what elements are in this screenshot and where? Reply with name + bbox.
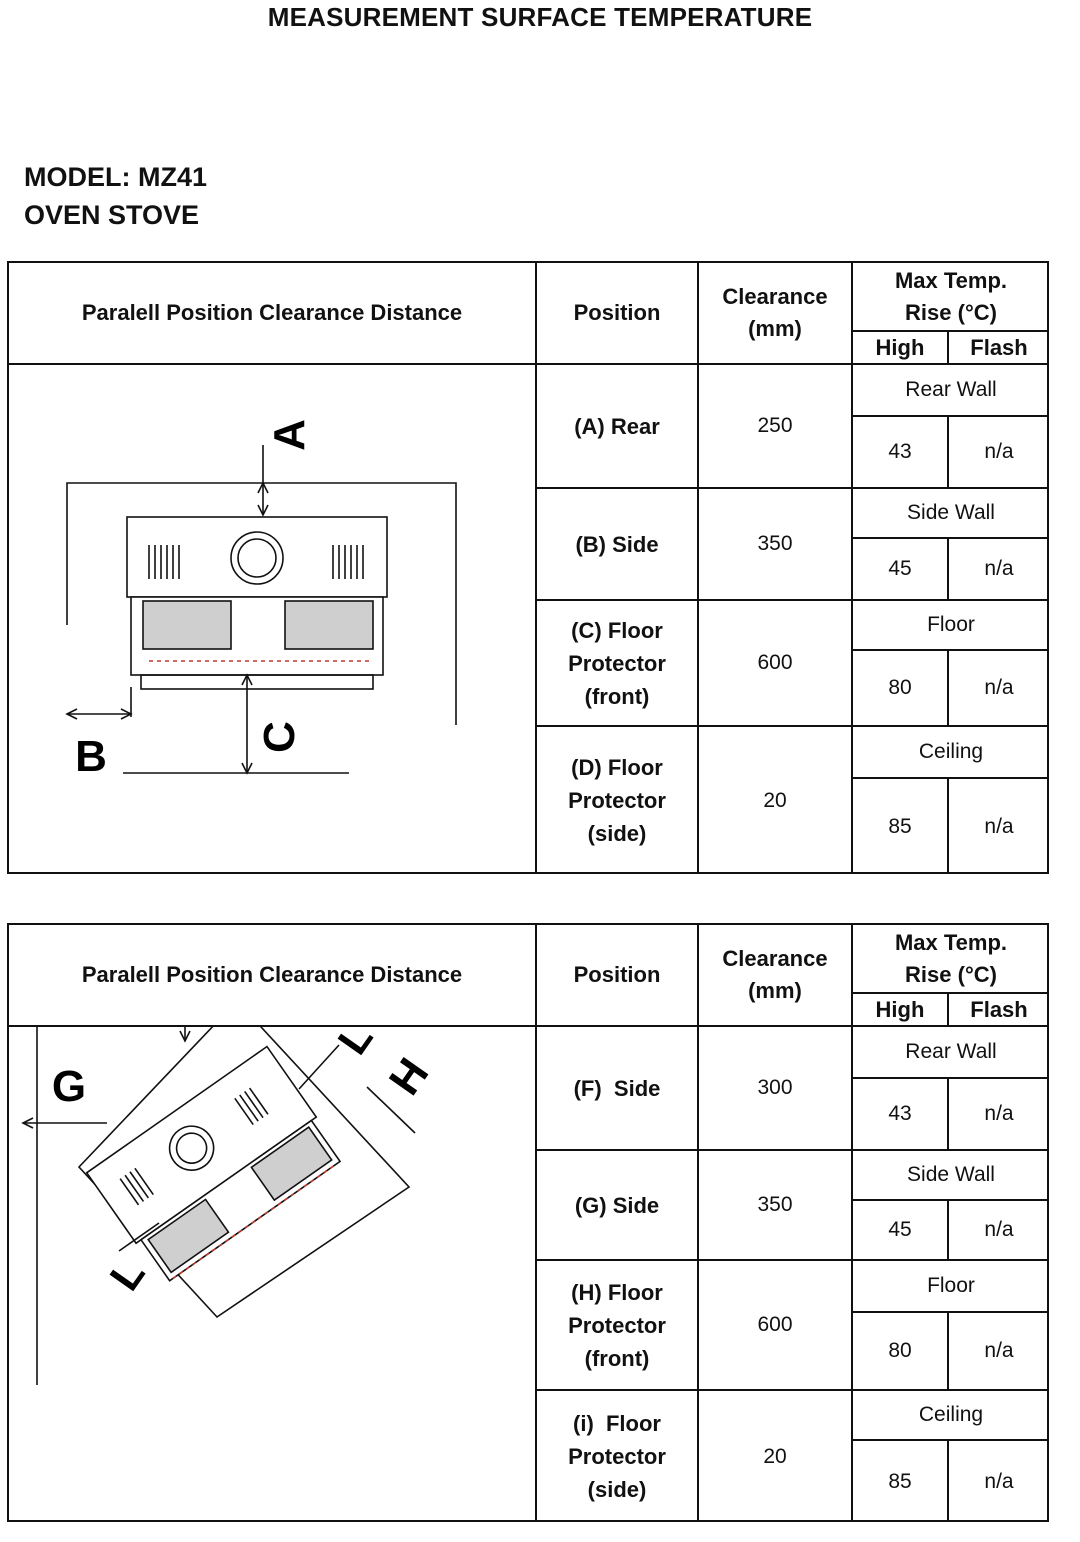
clearance-cell: 350 bbox=[757, 1193, 793, 1216]
surface-cell: Side Wall bbox=[907, 1163, 995, 1186]
corner-clearance-diagram: F G H L L bbox=[21, 1027, 438, 1385]
high-header: High bbox=[875, 334, 925, 360]
page-title: MEASUREMENT SURFACE TEMPERATURE bbox=[267, 2, 813, 32]
surface-cell: Rear Wall bbox=[905, 1040, 997, 1063]
diagram-header: Paralell Position Clearance Distance bbox=[81, 300, 463, 325]
surface-cell: Floor bbox=[927, 1274, 975, 1297]
clearance-cell: 20 bbox=[763, 1444, 787, 1468]
high-cell: 45 bbox=[888, 557, 912, 580]
max-temp-header: Max Temp. Rise (°C) bbox=[894, 267, 1008, 325]
product-line: OVEN STOVE bbox=[24, 200, 200, 230]
position-cell: (B) Side bbox=[575, 531, 659, 557]
position-cell: (G) Side bbox=[574, 1192, 660, 1218]
clearance-cell: 600 bbox=[757, 1313, 793, 1336]
label-g: G bbox=[52, 1062, 86, 1111]
diagram-header: Paralell Position Clearance Distance bbox=[81, 962, 463, 987]
position-header: Position bbox=[573, 962, 661, 987]
high-cell: 43 bbox=[888, 1102, 912, 1125]
model-line: MODEL: MZ41 bbox=[24, 162, 208, 192]
label-h: H bbox=[380, 1050, 438, 1104]
position-cell: (A) Rear bbox=[574, 413, 660, 439]
label-c: C bbox=[255, 721, 304, 753]
high-cell: 80 bbox=[888, 676, 912, 699]
flash-cell: n/a bbox=[984, 1469, 1014, 1493]
flash-header: Flash bbox=[970, 334, 1028, 360]
clearance-cell: 350 bbox=[757, 532, 793, 555]
high-cell: 45 bbox=[888, 1218, 912, 1241]
clearance-cell: 20 bbox=[763, 788, 787, 812]
high-header: High bbox=[875, 996, 925, 1022]
clearance-table-1: Paralell Position Clearance Distance Pos… bbox=[7, 261, 1049, 874]
high-cell: 80 bbox=[888, 1339, 912, 1362]
clearance-cell: 600 bbox=[757, 651, 793, 674]
surface-cell: Ceiling bbox=[918, 1403, 984, 1426]
flash-cell: n/a bbox=[984, 1218, 1014, 1241]
flash-cell: n/a bbox=[984, 557, 1014, 580]
max-temp-header: Max Temp. Rise (°C) bbox=[894, 929, 1008, 987]
position-header: Position bbox=[573, 300, 661, 325]
high-cell: 43 bbox=[888, 440, 912, 463]
clearance-table-2: Paralell Position Clearance Distance Pos… bbox=[7, 923, 1049, 1522]
flash-header: Flash bbox=[970, 996, 1028, 1022]
surface-cell: Floor bbox=[927, 613, 975, 636]
clearance-cell: 300 bbox=[757, 1076, 793, 1099]
label-b: B bbox=[75, 732, 107, 781]
flash-cell: n/a bbox=[984, 814, 1014, 838]
model-block: MODEL: MZ41 OVEN STOVE bbox=[24, 158, 207, 234]
surface-cell: Side Wall bbox=[907, 501, 995, 524]
flash-cell: n/a bbox=[984, 1339, 1014, 1362]
position-cell: (F) Side bbox=[573, 1075, 661, 1101]
flash-cell: n/a bbox=[984, 440, 1014, 463]
clearance-header: Clearance (mm) bbox=[722, 284, 828, 341]
high-cell: 85 bbox=[888, 814, 912, 838]
high-cell: 85 bbox=[888, 1469, 912, 1493]
flash-cell: n/a bbox=[984, 1102, 1014, 1125]
flash-cell: n/a bbox=[984, 676, 1014, 699]
label-f: F bbox=[119, 1027, 166, 1028]
label-l-top: L bbox=[329, 1027, 382, 1063]
clearance-header: Clearance (mm) bbox=[722, 946, 828, 1003]
parallel-clearance-diagram: A B C bbox=[65, 419, 457, 781]
surface-cell: Ceiling bbox=[918, 740, 984, 763]
label-a: A bbox=[265, 419, 314, 451]
clearance-cell: 250 bbox=[757, 414, 793, 437]
label-l-bottom: L bbox=[101, 1251, 154, 1299]
surface-cell: Rear Wall bbox=[905, 378, 997, 401]
